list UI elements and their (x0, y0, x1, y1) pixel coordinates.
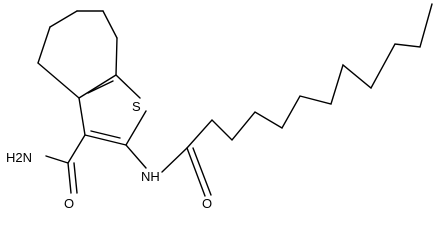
carboxamide-oxygen-label: O (64, 196, 74, 211)
amide-nitrogen-label: NH (141, 169, 160, 184)
bond (115, 37, 118, 76)
bond (161, 147, 188, 173)
double-bond-inner (87, 80, 114, 94)
double-bond-inner (90, 130, 121, 139)
bond (45, 155, 69, 164)
bond (186, 147, 206, 197)
amide-linkage (125, 144, 212, 197)
alkyl-chain (186, 3, 433, 149)
bond (125, 110, 147, 146)
bond (37, 26, 51, 64)
carboxamide-group (45, 134, 86, 194)
bond (78, 74, 117, 99)
molecule-drawing: S NH H2N O O (6, 3, 433, 211)
bond (37, 62, 80, 99)
bond (67, 162, 72, 194)
thiophene-ring (78, 74, 147, 146)
bond (67, 134, 86, 164)
cycloheptane-ring (37, 10, 118, 99)
bond (125, 144, 147, 169)
bond (84, 134, 127, 146)
bond (49, 10, 78, 28)
sulfur-label: S (132, 99, 141, 114)
carboxamide-nitrogen-label: H2N (6, 150, 32, 165)
bond (115, 74, 141, 99)
decanoyl-oxygen-label: O (202, 196, 212, 211)
double-bond-inner (73, 162, 78, 194)
bond (102, 10, 118, 39)
bond (78, 97, 86, 136)
structure-diagram: S NH H2N O O (6, 3, 433, 211)
chain-bonds (186, 3, 433, 149)
double-bond-inner (192, 147, 212, 196)
